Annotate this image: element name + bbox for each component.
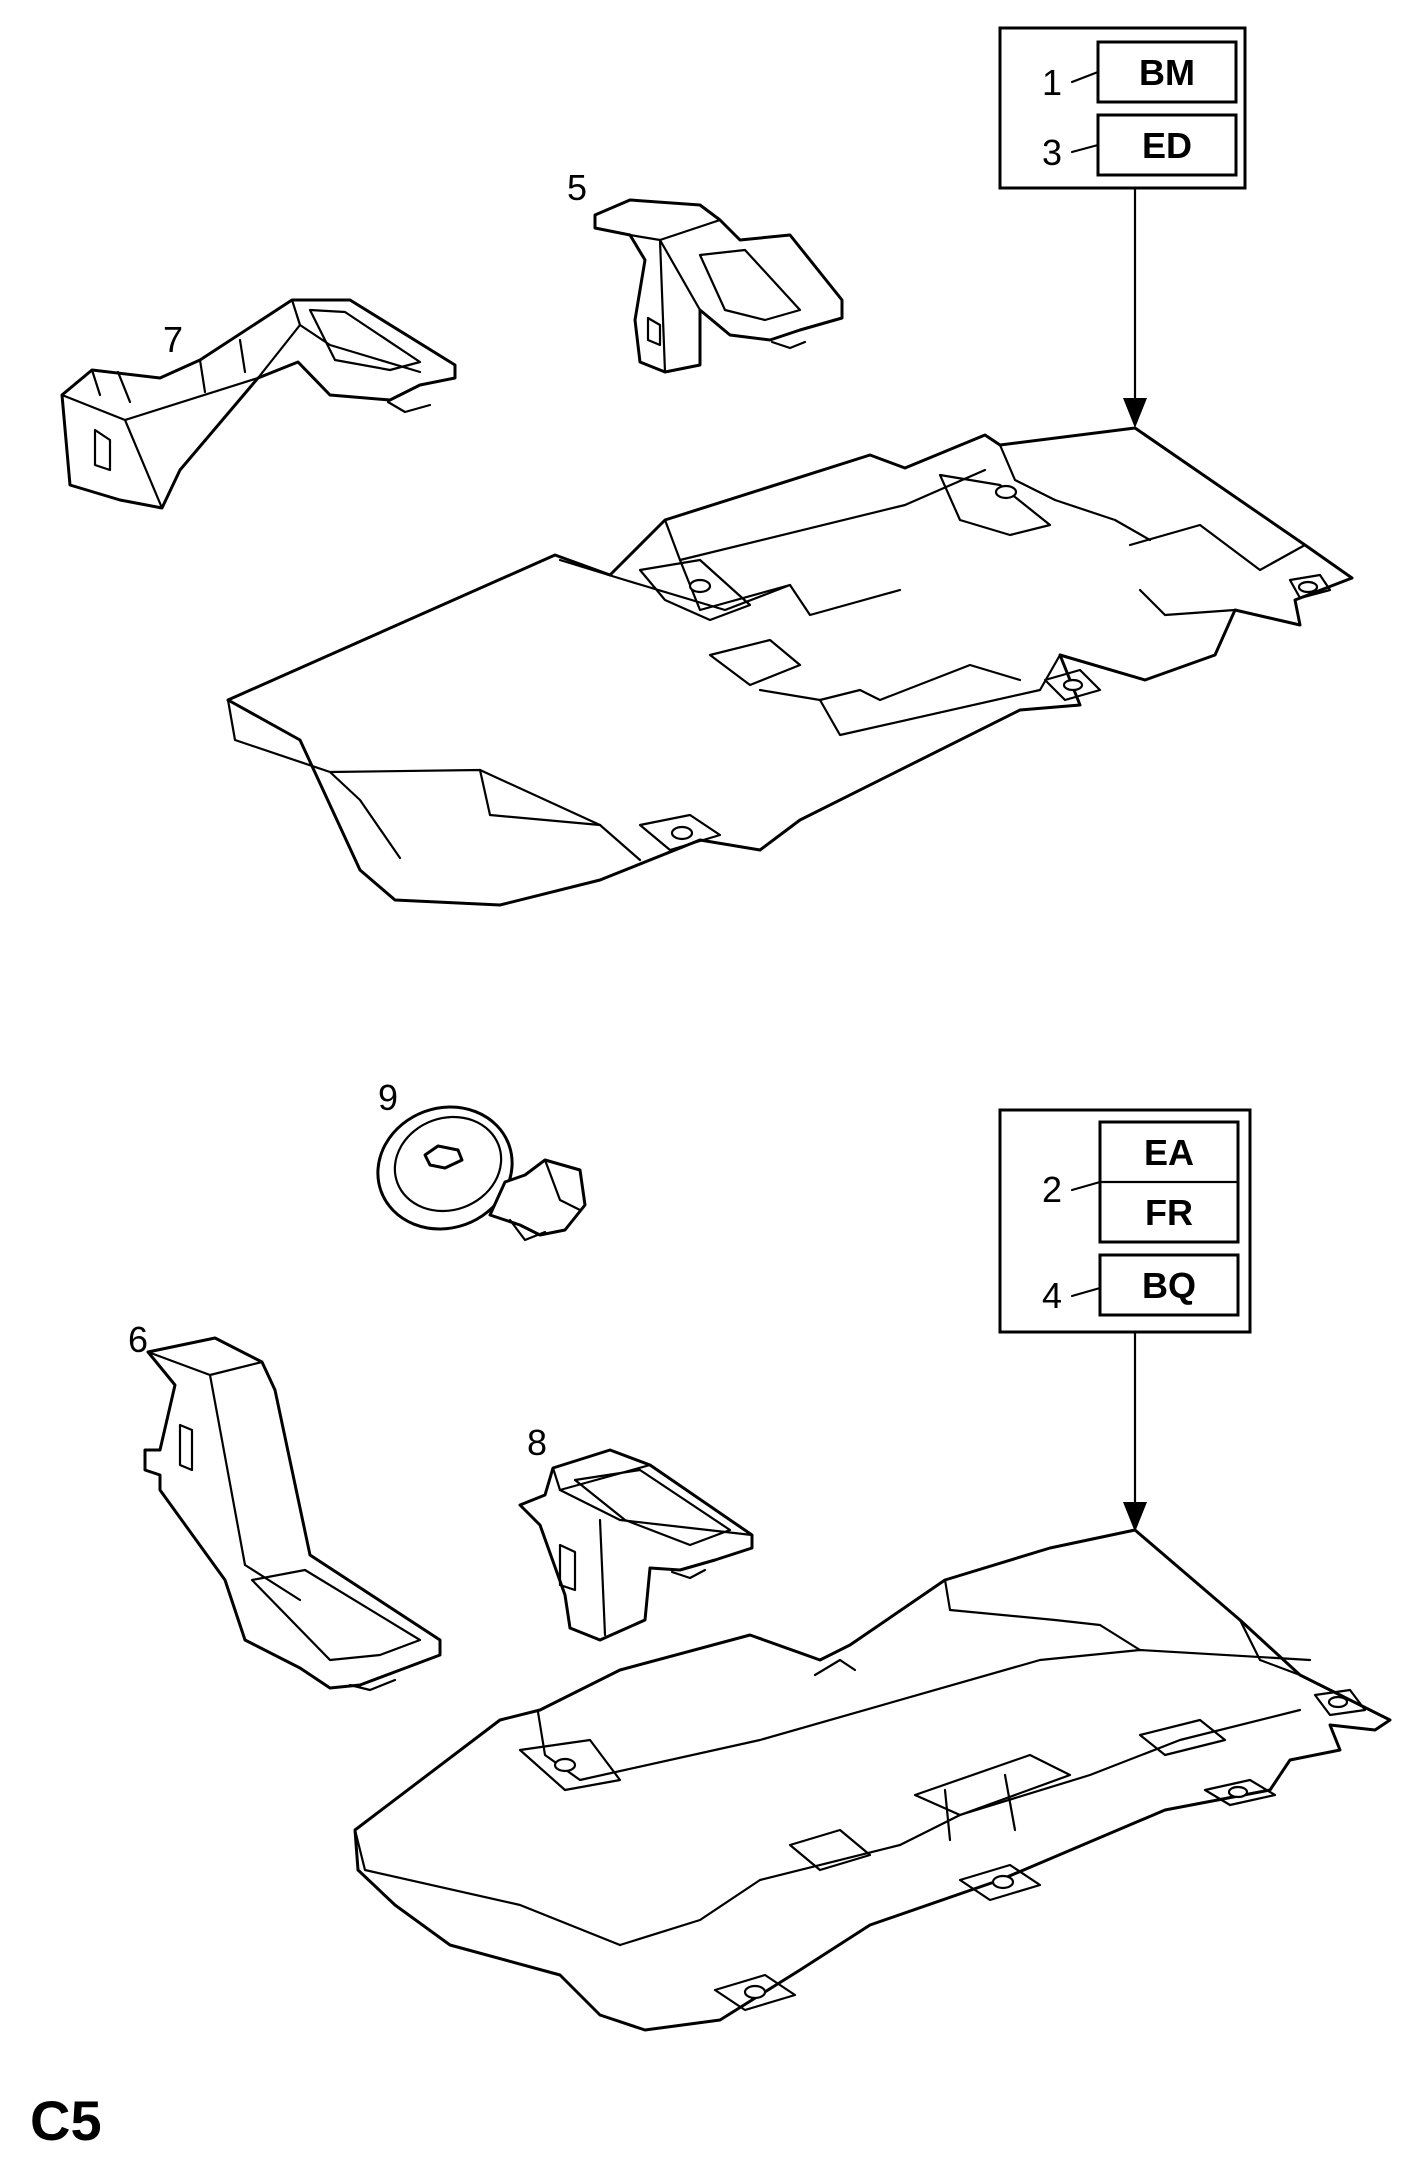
legend-code: ED [1142,125,1192,166]
part-callout-8: 8 [527,1422,547,1463]
leader-arrow-top [1123,186,1147,428]
clip-hole [553,1757,577,1773]
legend-number: 2 [1042,1169,1062,1210]
legend-code-box [1096,113,1238,177]
clip-hole [1327,1695,1349,1709]
part-9-push-clip [376,1105,587,1242]
legend-number: 1 [1042,62,1062,103]
clip-hole [670,825,694,841]
clip-hole [1227,1785,1249,1799]
legend-code: BQ [1142,1265,1196,1306]
leader-arrow-bottom [1123,1330,1147,1532]
clip-hole [743,1984,767,2000]
legend-number: 4 [1042,1275,1062,1316]
clip-hole [994,484,1018,500]
floor-mat-lower [353,1528,1392,2032]
floor-mat-upper [226,426,1354,907]
legend-number: 3 [1042,132,1062,173]
clip-hole [1297,580,1319,594]
legend-code: BM [1139,52,1195,93]
page-label: C5 [30,2089,102,2152]
clip-hole [688,578,712,594]
legend-code: FR [1145,1192,1193,1233]
part-callout-7: 7 [163,319,183,360]
part-callout-5: 5 [567,167,587,208]
part-5-air-duct [593,198,844,374]
clip-hole [991,1874,1015,1890]
part-callout-6: 6 [128,1319,148,1360]
part-7-air-duct [60,298,457,510]
legend-box-bottom: 2 4 EA FR BQ [998,1108,1252,1334]
clip-hole [1062,678,1084,692]
part-6-air-duct [143,1336,442,1692]
legend-code-box [1096,40,1238,104]
legend-box-top: 1 3 BM ED [998,26,1247,190]
legend-code-box [1098,1253,1240,1317]
legend-code: EA [1144,1132,1194,1173]
part-8-air-duct [518,1448,754,1642]
part-callout-9: 9 [378,1077,398,1118]
